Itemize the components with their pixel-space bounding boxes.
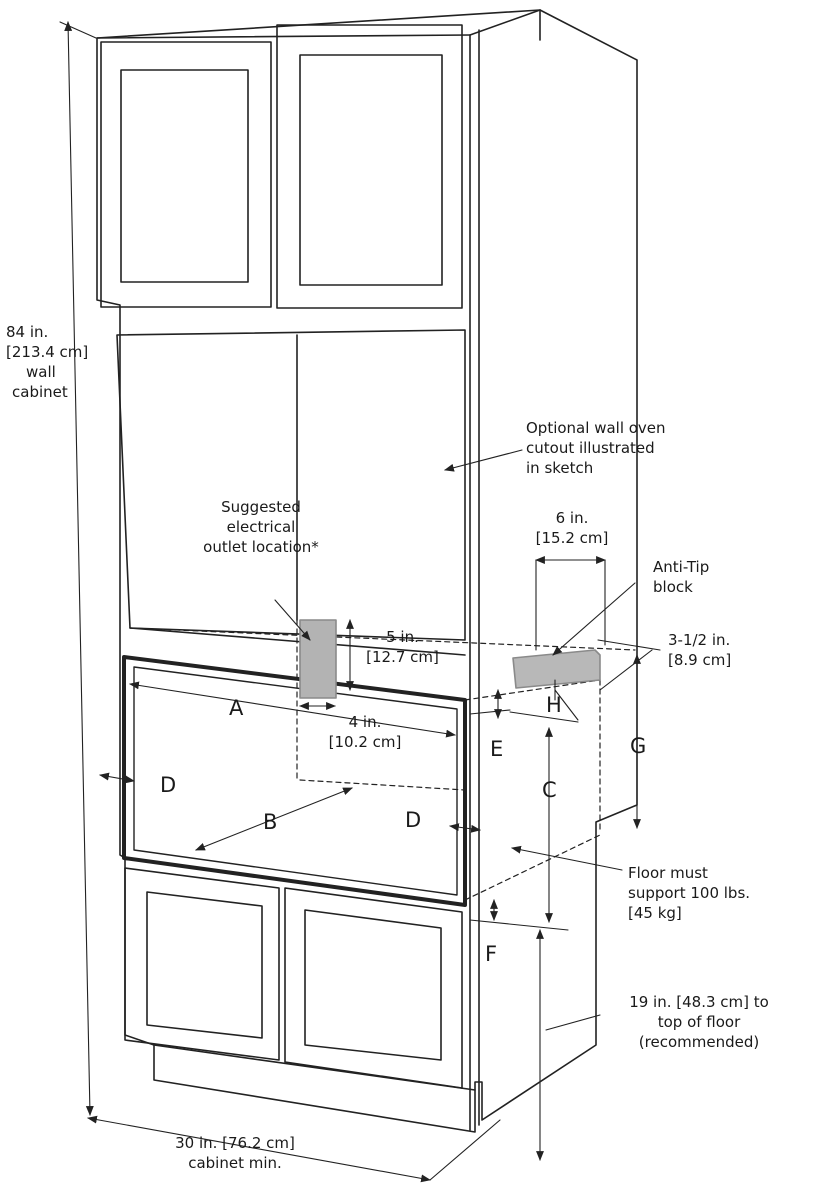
letter-a: A xyxy=(229,696,244,720)
letter-f: F xyxy=(485,942,498,966)
nineteen-line2: top of floor xyxy=(657,1013,741,1031)
outlet-line2: electrical xyxy=(226,518,296,536)
four-inch-label: 4 in. [10.2 cm] xyxy=(315,712,415,752)
four-inch-line2: [10.2 cm] xyxy=(328,733,402,751)
letter-g: G xyxy=(630,734,647,758)
letter-d-right: D xyxy=(405,808,422,832)
thirty-line1: 30 in. [76.2 cm] xyxy=(175,1134,295,1152)
thirty-line2: cabinet min. xyxy=(188,1154,282,1172)
floor-line2: support 100 lbs. xyxy=(628,884,751,902)
outlet-line3: outlet location* xyxy=(203,538,319,556)
floor-line3: [45 kg] xyxy=(628,904,682,922)
cabinet-body xyxy=(96,9,638,1133)
height-line4: cabinet xyxy=(12,383,68,401)
five-inch-line1: 5 in. xyxy=(386,628,419,646)
four-inch-line1: 4 in. xyxy=(348,713,382,731)
letter-h: H xyxy=(546,693,562,717)
letter-b: B xyxy=(263,810,278,834)
upper-doors xyxy=(100,24,463,309)
leader-arrows xyxy=(274,449,636,1031)
anti-tip-line2: block xyxy=(653,578,693,596)
outlet-box xyxy=(299,619,337,699)
three-half-line1: 3-1/2 in. xyxy=(668,631,731,649)
letter-c: C xyxy=(542,778,557,802)
nineteen-line1: 19 in. [48.3 cm] to xyxy=(629,993,769,1011)
five-inch-label: 5 in. [12.7 cm] xyxy=(355,627,450,667)
lower-doors xyxy=(124,867,463,1089)
height-line1: 84 in. xyxy=(6,323,49,341)
six-inch-label: 6 in. [15.2 cm] xyxy=(527,508,617,548)
floor-line1: Floor must xyxy=(628,864,708,882)
thirty-inch-label: 30 in. [76.2 cm] cabinet min. xyxy=(150,1133,320,1173)
height-label: 84 in. [213.4 cm] wall cabinet xyxy=(6,322,88,402)
letter-d-left: D xyxy=(160,773,177,797)
oven-cutout-label: Optional wall oven cutout illustrated in… xyxy=(526,418,666,478)
three-half-inch-label: 3-1/2 in. [8.9 cm] xyxy=(668,630,731,670)
outlet-label: Suggested electrical outlet location* xyxy=(196,497,326,557)
height-line3: wall xyxy=(26,363,56,381)
anti-tip-line1: Anti-Tip xyxy=(653,558,710,576)
oven-cutout-line2: cutout illustrated xyxy=(526,439,655,457)
dimension-lines xyxy=(59,21,661,1183)
outlet-line1: Suggested xyxy=(221,498,301,516)
cutout-dashes xyxy=(129,619,636,901)
height-line2: [213.4 cm] xyxy=(6,343,89,361)
anti-tip-block xyxy=(512,649,601,689)
letter-e: E xyxy=(490,737,504,761)
six-inch-line2: [15.2 cm] xyxy=(535,529,609,547)
oven-cutout-line3: in sketch xyxy=(526,459,594,477)
floor-support-label: Floor must support 100 lbs. [45 kg] xyxy=(628,863,750,923)
oven-cutout-line1: Optional wall oven xyxy=(526,419,666,437)
anti-tip-label: Anti-Tip block xyxy=(653,557,709,597)
nineteen-inch-label: 19 in. [48.3 cm] to top of floor (recomm… xyxy=(594,992,804,1052)
nineteen-line3: (recommended) xyxy=(638,1033,760,1051)
five-inch-line2: [12.7 cm] xyxy=(366,648,439,666)
three-half-line2: [8.9 cm] xyxy=(668,651,732,669)
oven-opening xyxy=(116,329,466,656)
six-inch-line1: 6 in. xyxy=(555,509,589,527)
